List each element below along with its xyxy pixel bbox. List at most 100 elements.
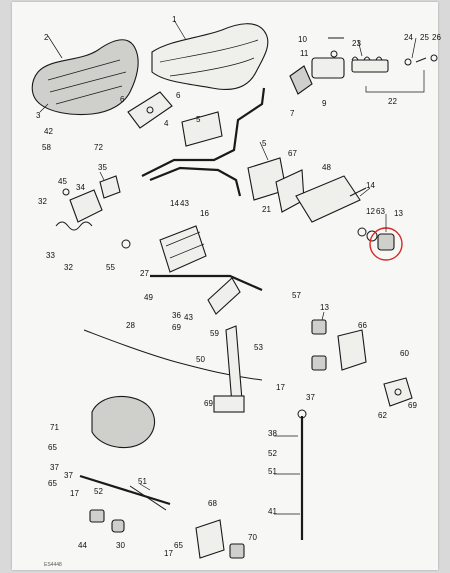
nut-11 <box>330 50 338 58</box>
callout-26: 26 <box>432 33 441 42</box>
callout-4: 4 <box>164 119 169 128</box>
shaft-52 <box>79 474 171 506</box>
callout-53: 53 <box>254 343 263 352</box>
callout-70: 70 <box>248 533 257 542</box>
lever-50-plate <box>213 395 245 413</box>
callout-65: 65 <box>174 541 183 550</box>
seat-cushion-2 <box>31 39 139 116</box>
lever-50 <box>225 325 243 405</box>
callout-48: 48 <box>322 163 331 172</box>
callout-63: 63 <box>376 207 385 216</box>
frame-bar-21-lower <box>149 166 242 197</box>
callout-37: 37 <box>50 463 59 472</box>
callout-57: 57 <box>292 291 301 300</box>
callout-68: 68 <box>208 499 217 508</box>
callout-6: 6 <box>120 95 125 104</box>
callout-69: 69 <box>204 399 213 408</box>
spacer-70 <box>229 543 245 559</box>
seat-cushion-texture <box>47 59 127 105</box>
washer-30 <box>111 519 125 533</box>
spring-55 <box>121 239 131 249</box>
shaft-27 <box>150 274 263 292</box>
callout-5: 5 <box>196 115 201 124</box>
callout-65: 65 <box>48 479 57 488</box>
callout-42: 42 <box>44 127 53 136</box>
callout-49: 49 <box>144 293 153 302</box>
leader-lines <box>39 19 417 515</box>
callout-43: 43 <box>180 199 189 208</box>
callout-62: 62 <box>378 411 387 420</box>
lever-knob-7 <box>289 65 313 95</box>
callout-17: 17 <box>276 383 285 392</box>
bushing-13 <box>377 233 395 251</box>
callout-37: 37 <box>306 393 315 402</box>
callout-13: 13 <box>394 209 403 218</box>
callout-16: 16 <box>200 209 209 218</box>
spring-clip-33 <box>55 221 93 231</box>
callout-41: 41 <box>268 507 277 516</box>
callout-17: 17 <box>164 549 173 558</box>
callout-13: 13 <box>320 303 329 312</box>
callout-34: 34 <box>76 183 85 192</box>
plate-hole <box>394 388 402 396</box>
callout-2: 2 <box>44 33 49 42</box>
bolt-14 <box>349 187 367 197</box>
bracket-16 <box>159 225 207 273</box>
callout-10: 10 <box>298 35 307 44</box>
callout-52: 52 <box>94 487 103 496</box>
callout-24: 24 <box>404 33 413 42</box>
callout-32: 32 <box>38 197 47 206</box>
callout-5: 5 <box>262 139 267 148</box>
plate-60 <box>383 377 413 407</box>
bracket-22 <box>365 70 425 93</box>
bracket-48 <box>295 175 361 223</box>
callout-65: 65 <box>48 443 57 452</box>
callout-25: 25 <box>420 33 429 42</box>
lever-housing-9 <box>311 57 345 79</box>
callout-11: 11 <box>300 49 309 58</box>
callout-43: 43 <box>184 313 193 322</box>
callout-36: 36 <box>172 311 181 320</box>
callout-27: 27 <box>140 269 149 278</box>
housing-30 <box>91 395 156 449</box>
callout-69: 69 <box>408 401 417 410</box>
pin-25 <box>415 57 427 63</box>
callout-37: 37 <box>64 471 73 480</box>
callout-58: 58 <box>42 143 51 152</box>
callout-1: 1 <box>172 15 177 24</box>
callout-9: 9 <box>322 99 327 108</box>
callout-51: 51 <box>268 467 277 476</box>
callout-52: 52 <box>268 449 277 458</box>
frame-bar-21 <box>141 87 266 177</box>
pin-45 <box>62 188 70 196</box>
callout-30: 30 <box>116 541 125 550</box>
shaft-51 <box>129 485 167 511</box>
callout-59: 59 <box>210 329 219 338</box>
bushing-13-lower <box>311 319 327 335</box>
nut-26 <box>430 54 438 62</box>
callout-44: 44 <box>78 541 87 550</box>
callout-60: 60 <box>400 349 409 358</box>
clevis-34 <box>69 189 103 223</box>
callout-69: 69 <box>172 323 181 332</box>
callout-72: 72 <box>94 143 103 152</box>
bracket-plate-6 <box>127 91 173 129</box>
bolt-hole <box>146 106 154 114</box>
callout-28: 28 <box>126 321 135 330</box>
callout-7: 7 <box>290 109 295 118</box>
shift-lever-59 <box>207 277 241 315</box>
seat-shell-1 <box>151 23 269 90</box>
callout-32: 32 <box>64 263 73 272</box>
washer-63 <box>366 230 378 242</box>
callout-33: 33 <box>46 251 55 260</box>
washer-12 <box>357 227 367 237</box>
seat-shell-inner <box>159 39 259 77</box>
bracket-68 <box>195 519 225 559</box>
bracket-plate-4 <box>181 111 223 147</box>
callout-35: 35 <box>98 163 107 172</box>
callout-12: 12 <box>366 207 375 216</box>
bracket-16-face <box>165 231 205 259</box>
callout-38: 38 <box>268 429 277 438</box>
